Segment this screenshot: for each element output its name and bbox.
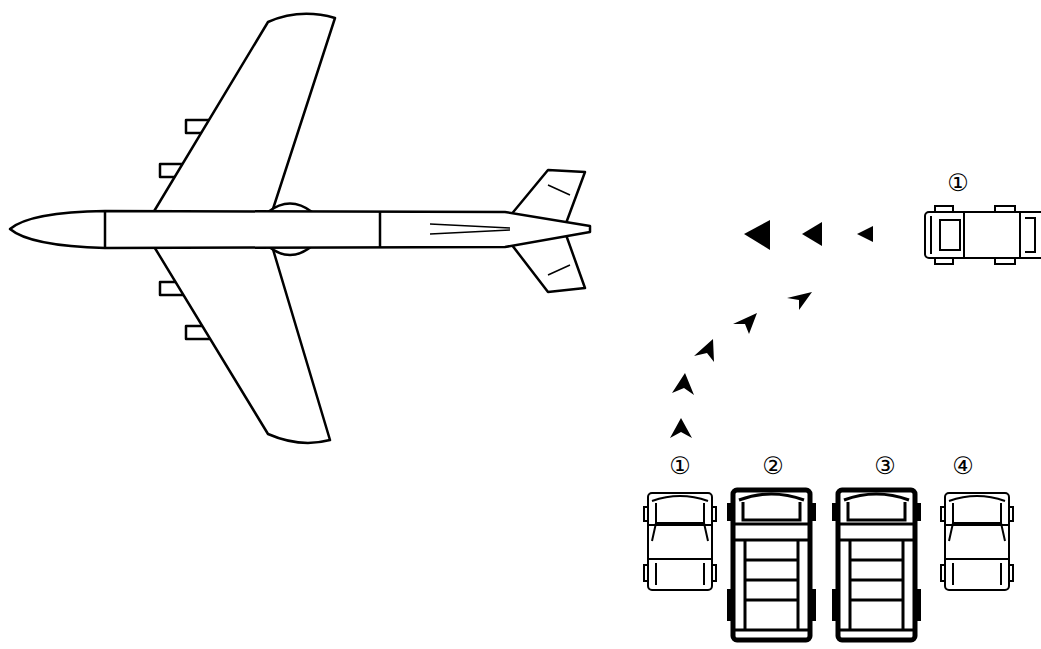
callout-number: ① (668, 454, 692, 478)
callout-number: ④ (951, 454, 975, 478)
vehicles (644, 206, 1041, 640)
movement-arrows (670, 220, 873, 438)
callout-number: ② (761, 454, 785, 478)
aircraft (10, 14, 590, 443)
callout-number: ③ (873, 454, 897, 478)
callout-number: ① (946, 171, 970, 195)
